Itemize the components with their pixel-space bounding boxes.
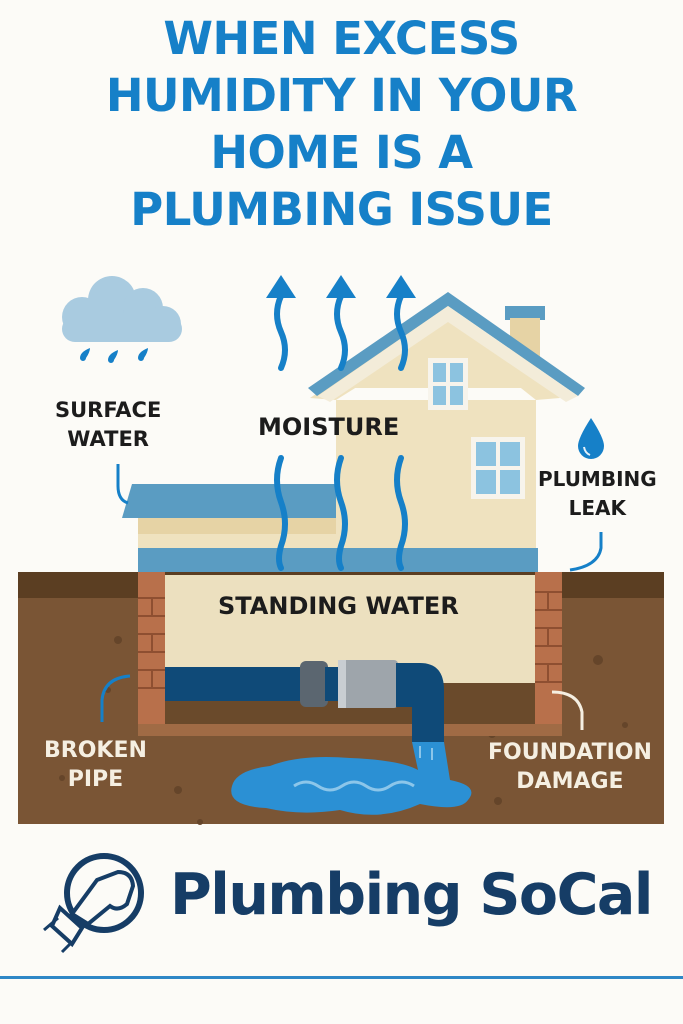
label-surface-water: SURFACE WATER	[55, 396, 161, 454]
brick-wall-left	[138, 572, 165, 724]
footer-divider	[0, 976, 683, 979]
headline: WHEN EXCESS HUMIDITY IN YOUR HOME IS A P…	[0, 10, 683, 238]
label-plumbing-leak-line-1: PLUMBING	[538, 467, 657, 491]
label-surface-water-line-1: SURFACE	[55, 398, 162, 422]
headline-line-3: HOME IS A	[210, 126, 473, 179]
label-broken-pipe: BROKEN PIPE	[44, 736, 147, 794]
label-broken-pipe-line-2: PIPE	[67, 767, 124, 792]
label-plumbing-leak-line-2: LEAK	[568, 496, 627, 520]
brick-wall-right	[535, 572, 562, 724]
window-upper	[428, 358, 468, 410]
broken-pipe	[165, 660, 444, 742]
label-broken-pipe-line-1: BROKEN	[44, 738, 147, 763]
puddle	[231, 742, 472, 815]
label-moisture: MOISTURE	[258, 413, 400, 441]
moisture-arrow-icon	[274, 293, 408, 571]
label-standing-water: STANDING WATER	[218, 592, 459, 620]
headline-line-2: HUMIDITY IN YOUR	[105, 69, 578, 122]
brand-name: Plumbing SoCal	[170, 862, 653, 928]
arrow-heads	[266, 275, 416, 298]
headline-line-1: WHEN EXCESS	[163, 12, 520, 65]
wrench-logo-icon	[43, 853, 144, 954]
headline-line-4: PLUMBING ISSUE	[130, 183, 553, 236]
rain-cloud-icon	[62, 276, 182, 363]
label-plumbing-leak: PLUMBING LEAK	[538, 465, 657, 523]
leader-lines	[100, 464, 603, 722]
label-foundation-damage: FOUNDATION DAMAGE	[488, 738, 652, 796]
house-main	[308, 292, 585, 572]
label-surface-water-line-2: WATER	[67, 427, 149, 451]
foundation-leader	[551, 690, 584, 730]
label-foundation-damage-line-1: FOUNDATION	[488, 740, 652, 765]
window-lower	[471, 437, 525, 499]
label-foundation-damage-line-2: DAMAGE	[516, 769, 624, 794]
water-drop-icon	[578, 418, 604, 459]
